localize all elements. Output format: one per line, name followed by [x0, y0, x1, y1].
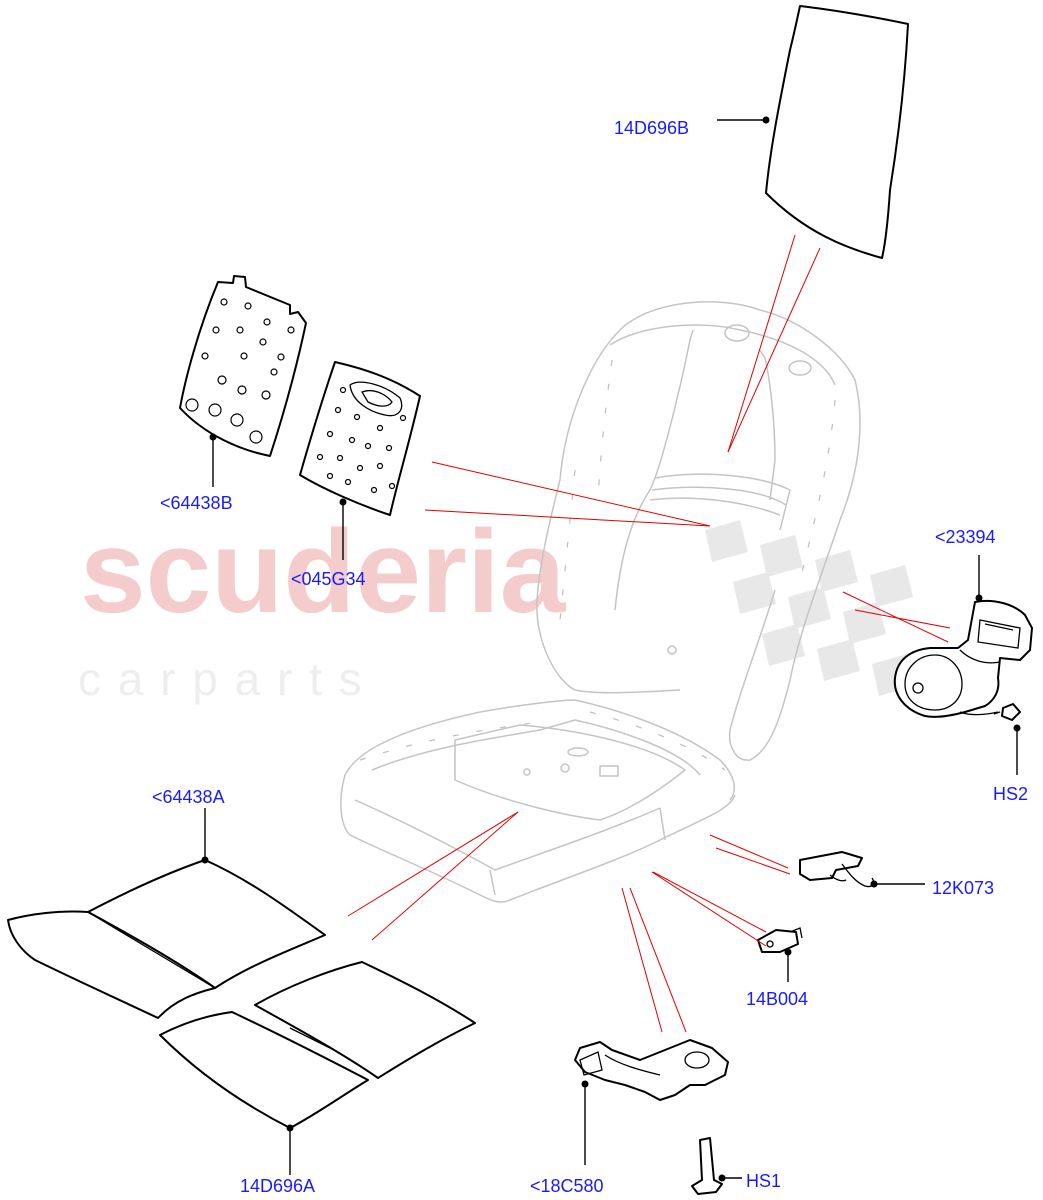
watermark-logo-text: scuderia — [80, 506, 567, 638]
callout-14D696A[interactable]: 14D696A — [240, 1124, 315, 1197]
callout-045G34[interactable]: <045G34 — [291, 498, 366, 590]
screw-hs2-part[interactable] — [993, 703, 1021, 721]
cushion-panel-part[interactable] — [7, 859, 326, 1019]
connector-part[interactable] — [757, 927, 803, 953]
callout-label-HS1[interactable]: HS1 — [746, 1171, 781, 1191]
callout-label-23394[interactable]: <23394 — [935, 527, 996, 547]
back-panel-upper-part[interactable] — [299, 361, 421, 516]
harness-clip-part[interactable] — [799, 851, 875, 888]
callout-label-12K073[interactable]: 12K073 — [932, 878, 994, 898]
headrest-pad-part[interactable] — [765, 5, 909, 259]
bolt-hs1-part[interactable] — [691, 1137, 723, 1195]
callout-label-64438B[interactable]: <64438B — [160, 493, 233, 513]
callout-label-14D696B[interactable]: 14D696B — [614, 118, 689, 138]
cushion-pad-part[interactable] — [159, 961, 476, 1129]
seat-frame-outline — [340, 301, 861, 903]
callout-23394[interactable]: <23394 — [935, 527, 996, 602]
seat-heater-module-part[interactable] — [893, 599, 1033, 718]
callout-12K073[interactable]: 12K073 — [870, 878, 995, 898]
watermark-subtitle-text: c a r p a r t s — [78, 653, 364, 705]
callout-label-64438A[interactable]: <64438A — [152, 787, 225, 807]
callout-18C580[interactable]: <18C580 — [530, 1080, 604, 1197]
wiring-harness-part[interactable] — [574, 1039, 729, 1101]
callout-64438A[interactable]: <64438A — [152, 787, 225, 864]
watermark-checker-flag — [705, 520, 915, 696]
callout-label-18C580[interactable]: <18C580 — [530, 1176, 604, 1196]
callout-label-HS2[interactable]: HS2 — [993, 784, 1028, 804]
callout-14B004[interactable]: 14B004 — [746, 948, 808, 1010]
callout-HS2[interactable]: HS2 — [993, 724, 1028, 805]
callout-HS1[interactable]: HS1 — [718, 1171, 782, 1191]
callout-64438B[interactable]: <64438B — [160, 433, 233, 514]
callout-label-14D696A[interactable]: 14D696A — [240, 1176, 315, 1196]
callout-label-045G34[interactable]: <045G34 — [291, 569, 366, 589]
callout-14D696B[interactable]: 14D696B — [614, 116, 770, 139]
back-panel-lower-part[interactable] — [179, 275, 307, 457]
callout-label-14B004[interactable]: 14B004 — [746, 989, 808, 1009]
watermark: scuderia c a r p a r t s — [78, 506, 915, 705]
pointer-lines — [347, 234, 951, 1033]
